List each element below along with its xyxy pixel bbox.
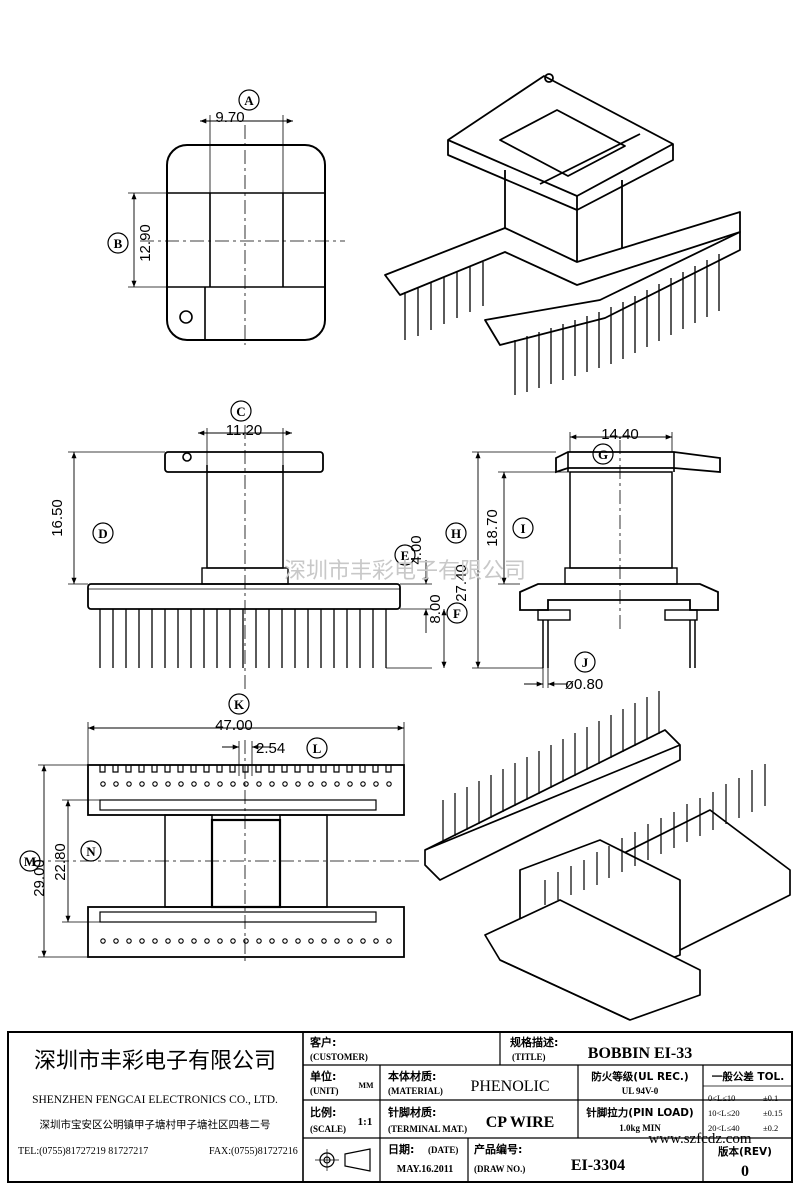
pinload-label: 针脚拉力(PIN LOAD) [585, 1106, 693, 1119]
front-view [68, 425, 447, 690]
dim-i: I 18.70 [484, 509, 534, 547]
dim-c: C 11.20 [226, 400, 262, 439]
dim-a: A 9.70 [215, 89, 260, 126]
tolerance-value-3: ±0.2 [763, 1123, 778, 1133]
dim-b-value: 12.90 [137, 224, 154, 262]
flame-value: UL 94V-0 [622, 1086, 659, 1096]
dim-h-value: 27.40 [453, 564, 470, 602]
title-value: BOBBIN EI-33 [588, 1045, 692, 1062]
customer-label-en: (CUSTOMER) [310, 1052, 368, 1062]
bottom-view [30, 722, 420, 965]
company-address: 深圳市宝安区公明镇甲子塘村甲子塘社区四巷二号 [40, 1118, 271, 1131]
side-view [472, 432, 721, 688]
drawno-value: EI-3304 [571, 1157, 625, 1174]
pinload-value: 1.0kg MIN [619, 1123, 661, 1133]
company-name-en: SHENZHEN FENGCAI ELECTRONICS CO., LTD. [32, 1094, 278, 1106]
scale-label-en: (SCALE) [310, 1124, 346, 1134]
dim-c-value: 11.20 [226, 422, 262, 439]
dim-j-value: ø0.80 [565, 676, 603, 693]
revision-label: 版本(REV) [718, 1145, 772, 1158]
dim-i-label: I [520, 521, 525, 536]
watermark-text: 深圳市丰彩电子有限公司 [284, 559, 526, 584]
title-label-en: (TITLE) [512, 1052, 546, 1062]
dim-k-value: 47.00 [215, 717, 253, 734]
unit-value: MM [358, 1081, 374, 1090]
tolerance-range-3: 20<L≤40 [708, 1123, 740, 1133]
dim-l-value: 2.54 [256, 740, 285, 757]
tolerance-value-1: ±0.1 [763, 1093, 778, 1103]
dim-b-label: B [114, 236, 123, 251]
dim-g: G 14.40 [592, 426, 639, 465]
scale-value: 1:1 [358, 1116, 373, 1128]
website-watermark: www.szfcdz.com [648, 1131, 751, 1147]
tolerance-range-2: 10<L≤20 [708, 1108, 740, 1118]
dim-d-label: D [98, 526, 107, 541]
dim-e: E 4.00 [394, 535, 425, 566]
company-name-cn: 深圳市丰彩电子有限公司 [34, 1049, 276, 1074]
dim-b: B 12.90 [107, 224, 154, 262]
dim-a-value: 9.70 [215, 109, 244, 126]
projection-symbol [315, 1148, 371, 1172]
dim-g-value: 14.40 [601, 426, 639, 443]
material-value: PHENOLIC [470, 1078, 549, 1095]
unit-label-en: (UNIT) [310, 1086, 339, 1096]
dim-n-label: N [86, 844, 96, 859]
dim-m-value: 29.00 [31, 859, 48, 897]
date-value: MAY.16.2011 [397, 1164, 454, 1175]
tolerance-value-2: ±0.15 [763, 1108, 783, 1118]
terminal-label-cn: 针脚材质: [388, 1105, 436, 1119]
top-view [128, 115, 345, 345]
dim-h: H 27.40 [445, 522, 470, 602]
dim-g-label: G [598, 447, 608, 462]
drawno-label-en: (DRAW NO.) [474, 1164, 525, 1174]
dim-n-value: 22.80 [52, 843, 69, 881]
dim-k-label: K [234, 697, 245, 712]
flame-label: 防火等级(UL REC.) [591, 1070, 688, 1083]
terminal-label-en: (TERMINAL MAT.) [388, 1124, 467, 1134]
company-fax: FAX:(0755)81727216 [209, 1146, 298, 1157]
dim-e-value: 4.00 [408, 535, 425, 564]
dim-e-label: E [401, 548, 410, 563]
terminal-value: CP WIRE [486, 1114, 555, 1131]
scale-label-cn: 比例: [310, 1105, 336, 1119]
customer-label-cn: 客户: [309, 1035, 336, 1049]
dim-d: D 16.50 [49, 499, 114, 544]
dim-m-label: M [24, 854, 36, 869]
dim-h-label: H [451, 526, 461, 541]
tolerance-range-1: 0<L≤10 [708, 1093, 735, 1103]
title-label-cn: 规格描述: [510, 1035, 558, 1049]
date-label-cn: 日期: [388, 1142, 414, 1156]
company-tel: TEL:(0755)81727219 81727217 [18, 1146, 148, 1157]
dim-f: F 8.00 [427, 594, 468, 624]
tolerance-title: 一般公差 TOL. [712, 1070, 784, 1083]
dim-f-label: F [453, 606, 461, 621]
dim-j-label: J [582, 655, 589, 670]
unit-label-cn: 单位: [310, 1069, 336, 1083]
material-label-en: (MATERIAL) [388, 1086, 443, 1096]
dim-k: K 47.00 [215, 693, 253, 734]
dim-a-label: A [244, 93, 254, 108]
date-label-en: (DATE) [428, 1145, 458, 1155]
revision-value: 0 [741, 1163, 749, 1180]
dim-c-label: C [236, 404, 245, 419]
drawno-label-cn: 产品编号: [474, 1142, 522, 1156]
dim-m: M 29.00 [19, 850, 48, 897]
dim-i-value: 18.70 [484, 509, 501, 547]
dim-j: J ø0.80 [565, 651, 603, 693]
dim-f-value: 8.00 [427, 594, 444, 623]
isometric-view-top [384, 73, 741, 395]
isometric-view-bottom [424, 691, 791, 1021]
dim-d-value: 16.50 [49, 499, 66, 537]
material-label-cn: 本体材质: [388, 1069, 436, 1083]
title-block: 深圳市丰彩电子有限公司 SHENZHEN FENGCAI ELECTRONICS… [7, 1031, 793, 1183]
dim-l-label: L [313, 741, 322, 756]
dim-n: N 22.80 [52, 840, 102, 881]
dim-l: L 2.54 [256, 737, 328, 759]
